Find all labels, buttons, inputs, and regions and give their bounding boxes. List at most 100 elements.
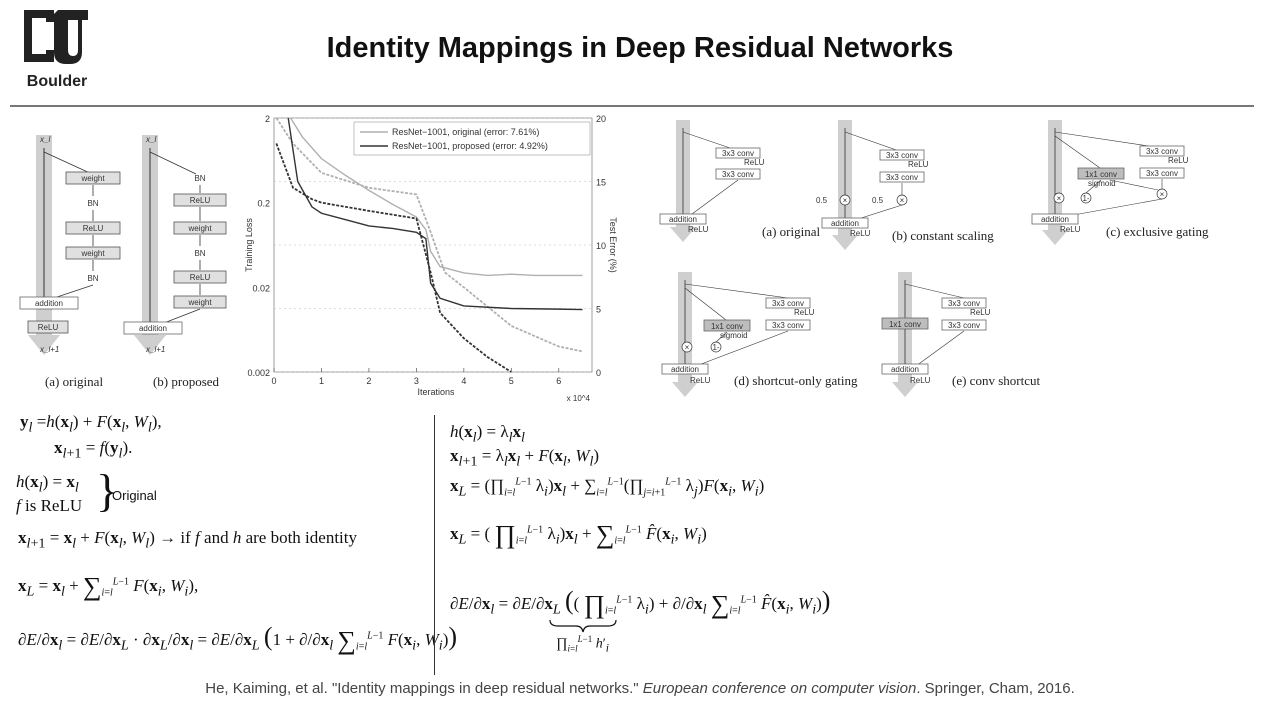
variant-b-scale-2: 0.5 <box>872 196 884 205</box>
variant-d-relu: ReLU <box>794 308 815 317</box>
x-tick-label-4: 4 <box>461 376 466 386</box>
train-loss-line-proposed <box>275 143 512 373</box>
legend-proposed: ResNet−1001, proposed (error: 4.92%) <box>392 141 548 151</box>
eq-xL-sum: xL = xl + ∑i=lL−1 F(xi, Wi), <box>18 572 199 601</box>
variant-c-mult-1: × <box>1057 194 1062 203</box>
variant-b-mult-2: × <box>900 196 905 205</box>
y-left-tick-3: 0.002 <box>247 368 270 378</box>
variant-d-addition: addition <box>671 365 699 374</box>
y-right-tick-4: 0 <box>596 368 601 378</box>
eq-scaled-xL-product: xL = (∏i=lL−1 λi)xl + ∑i=lL−1(∏j=i+1L−1 … <box>450 476 765 500</box>
variant-b-relu: ReLU <box>908 160 929 169</box>
citation-rest: . Springer, Cham, 2016. <box>916 680 1075 697</box>
x-tick-label-6: 6 <box>556 376 561 386</box>
y-right-tick-3: 5 <box>596 305 601 315</box>
x-multiplier: x 10^4 <box>567 394 591 402</box>
shortcut-variants-diagrams: 3x3 conv ReLU 3x3 conv addition ReLU (a)… <box>659 120 1209 397</box>
y-left-tick-1: 0.2 <box>257 199 270 209</box>
citation-venue: European conference on computer vision <box>642 680 917 697</box>
eq-f-relu: f is ReLU <box>16 496 83 515</box>
diagram-a-addition: addition <box>35 299 63 308</box>
y-left-label: Training Loss <box>244 218 254 272</box>
title-divider <box>10 105 1254 107</box>
train-loss-line-original <box>275 117 583 353</box>
variant-d-conv2: 3x3 conv <box>772 321 804 330</box>
variant-c-one-minus: 1- <box>1082 194 1089 203</box>
y-right-tick-1: 15 <box>596 178 606 188</box>
variant-d-conv1: 3x3 conv <box>772 299 804 308</box>
variant-b-mult-1: × <box>843 196 848 205</box>
test-error-line-original <box>290 117 583 277</box>
variant-e-relu-out: ReLU <box>910 376 931 385</box>
y-right-label: Test Error (%) <box>608 217 618 273</box>
variant-c-conv2: 3x3 conv <box>1146 169 1178 178</box>
diagram-b-block-4: BN <box>194 249 205 258</box>
chart-series <box>275 117 583 373</box>
diagram-a-block-5: BN <box>87 274 98 283</box>
variant-e-1x1conv: 1x1 conv <box>889 320 921 329</box>
diagram-b-block-2: ReLU <box>190 196 211 205</box>
diagram-a-output: x_l+1 <box>39 345 59 354</box>
variant-a-addition: addition <box>669 215 697 224</box>
variant-c-addition: addition <box>1041 215 1069 224</box>
variant-d-mult: × <box>685 343 690 352</box>
variant-b-caption: (b) constant scaling <box>892 228 994 243</box>
diagram-a-relu: ReLU <box>38 323 59 332</box>
diagram-b-caption: (b) proposed <box>153 374 220 389</box>
cu-logo-icon <box>24 10 88 64</box>
diagram-b-block-6: weight <box>187 298 212 307</box>
diagram-a-block-4: weight <box>80 249 105 258</box>
variant-d-1x1conv: 1x1 conv <box>711 322 743 331</box>
x-tick-label-2: 2 <box>366 376 371 386</box>
eq-residual-unit: yl =h(xl) + F(xl, Wl), <box>20 412 162 436</box>
equations-divider <box>434 415 435 675</box>
variant-e-diagram: 1x1 conv 3x3 conv ReLU 3x3 conv addition… <box>881 272 1040 397</box>
diagram-b-block-3: weight <box>187 224 212 233</box>
diagram-a-input: x_l <box>39 135 50 144</box>
eq-scaled-xL-hat: xL = ( ∏i=lL−1 λi)xl + ∑i=lL−1 F̂(xi, Wi… <box>450 520 707 549</box>
variant-b-diagram: 3x3 conv ReLU 3x3 conv × 0.5 × 0.5 addit… <box>816 120 994 250</box>
variant-c-conv1: 3x3 conv <box>1146 147 1178 156</box>
eq-scaled-next: xl+1 = λlxl + F(xl, Wl) <box>450 446 600 470</box>
eq-next-layer: xl+1 = f(yl). <box>54 438 133 462</box>
eq-scaled-gradient: ∂E/∂xl = ∂E/∂xL (( ∏i=lL−1 λi) + ∂/∂xl ∑… <box>450 586 831 619</box>
test-error-line-proposed <box>287 117 583 311</box>
variant-b-conv1: 3x3 conv <box>886 151 918 160</box>
residual-unit-diagrams: x_l weight BN ReLU weight BN addition Re… <box>19 135 227 389</box>
diagram-a-block-2: BN <box>87 199 98 208</box>
x-tick-label-3: 3 <box>414 376 419 386</box>
y-left-tick-0: 2 <box>265 114 270 124</box>
variant-c-relu-out: ReLU <box>1060 225 1081 234</box>
legend-original: ResNet−1001, original (error: 7.61%) <box>392 127 539 137</box>
logo-text: Boulder <box>26 73 88 90</box>
x-tick-label-1: 1 <box>319 376 324 386</box>
underbrace-icon <box>549 619 617 633</box>
diagram-b-output: x_l+1 <box>145 345 165 354</box>
variant-c-relu: ReLU <box>1168 156 1189 165</box>
variant-d-one-minus: 1- <box>712 343 719 352</box>
variant-c-sigmoid: sigmoid <box>1088 179 1116 188</box>
variant-b-relu-out: ReLU <box>850 229 871 238</box>
variant-d-caption: (d) shortcut-only gating <box>734 373 858 388</box>
variant-e-conv1: 3x3 conv <box>948 299 980 308</box>
variant-a-caption: (a) original <box>762 224 821 239</box>
variant-e-conv2: 3x3 conv <box>948 321 980 330</box>
variant-a-diagram: 3x3 conv ReLU 3x3 conv addition ReLU (a)… <box>659 120 821 242</box>
y-left-tick-2: 0.02 <box>252 283 270 293</box>
variant-c-1x1conv: 1x1 conv <box>1085 170 1117 179</box>
chart-legend: ResNet−1001, original (error: 7.61%) Res… <box>353 121 591 156</box>
x-tick-label-0: 0 <box>271 376 276 386</box>
diagram-b-input: x_l <box>145 135 156 144</box>
diagram-b-addition: addition <box>139 324 167 333</box>
variant-d-sigmoid: sigmoid <box>720 331 748 340</box>
diagram-a-block-1: weight <box>80 174 105 183</box>
page-title: Identity Mappings in Deep Residual Netwo… <box>326 32 954 64</box>
variant-b-scale-1: 0.5 <box>816 196 828 205</box>
variant-b-addition: addition <box>831 219 859 228</box>
x-axis-label: Iterations <box>417 387 455 397</box>
eq-scaled-shortcut: h(xl) = λlxl <box>450 422 525 446</box>
citation: He, Kaiming, et al. "Identity mappings i… <box>0 680 1280 697</box>
x-tick-label-5: 5 <box>509 376 514 386</box>
